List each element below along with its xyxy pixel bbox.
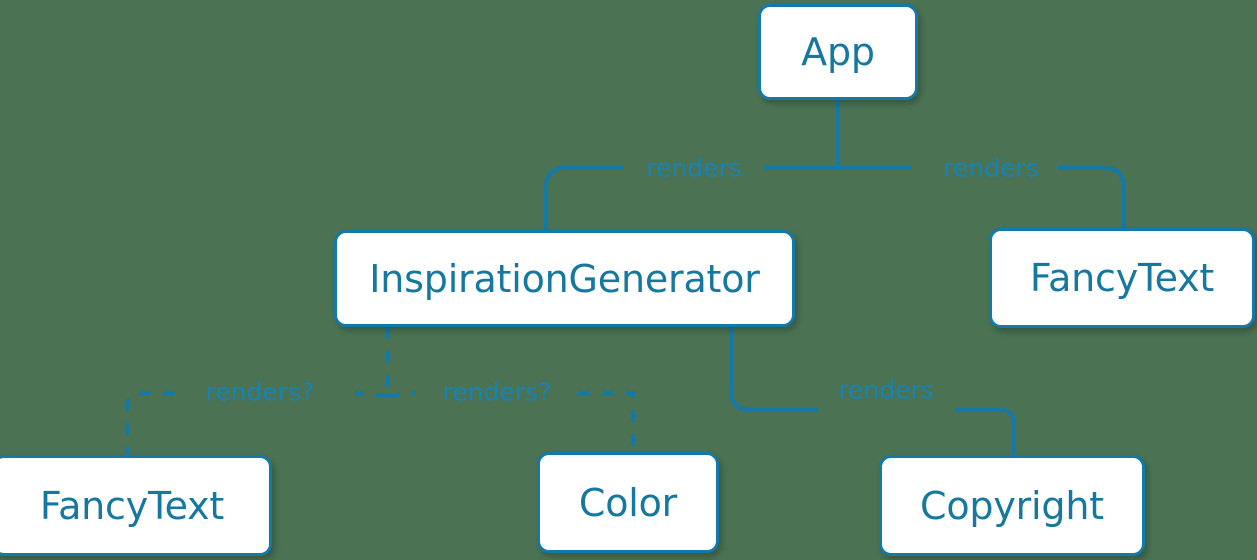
node-inspiration-generator[interactable]: InspirationGenerator (334, 230, 795, 327)
node-fancytext-top-right-label: FancyText (1029, 256, 1215, 300)
edge-label-inspiration-to-copyright: renders (838, 375, 934, 405)
node-copyright[interactable]: Copyright (879, 455, 1145, 556)
edge-label-app-to-fancytext: renders (943, 153, 1039, 183)
edge-inspiration-to-color-dashed-left-seg (387, 391, 416, 398)
node-color[interactable]: Color (537, 452, 719, 553)
edge-inspiration-to-fancytext-dashed-right-seg (354, 391, 389, 398)
edge-app-to-inspiration-left-seg (544, 166, 624, 230)
edge-label-inspiration-to-color: renders? (442, 377, 552, 407)
edge-inspiration-to-color-dashed-right-seg (578, 391, 635, 452)
edge-inspiration-to-fancytext-dashed-left-seg (125, 391, 175, 455)
node-fancytext-top-right[interactable]: FancyText (989, 228, 1255, 328)
node-app-label: App (801, 30, 875, 74)
edge-app-to-fancytext-right-seg (1058, 166, 1126, 228)
node-color-label: Color (578, 480, 678, 525)
node-inspiration-generator-label: InspirationGenerator (369, 256, 760, 301)
node-app[interactable]: App (758, 4, 918, 100)
edge-inspiration-to-copyright-right-seg (955, 408, 1016, 455)
node-fancytext-bottom-left-label: FancyText (39, 483, 225, 528)
node-fancytext-bottom-left[interactable]: FancyText (0, 455, 272, 556)
edge-label-inspiration-to-fancytext: renders? (205, 377, 315, 407)
edge-label-app-to-inspiration: renders (646, 153, 742, 183)
node-copyright-label: Copyright (920, 483, 1104, 528)
edge-inspiration-to-copyright-left-seg (729, 327, 818, 412)
